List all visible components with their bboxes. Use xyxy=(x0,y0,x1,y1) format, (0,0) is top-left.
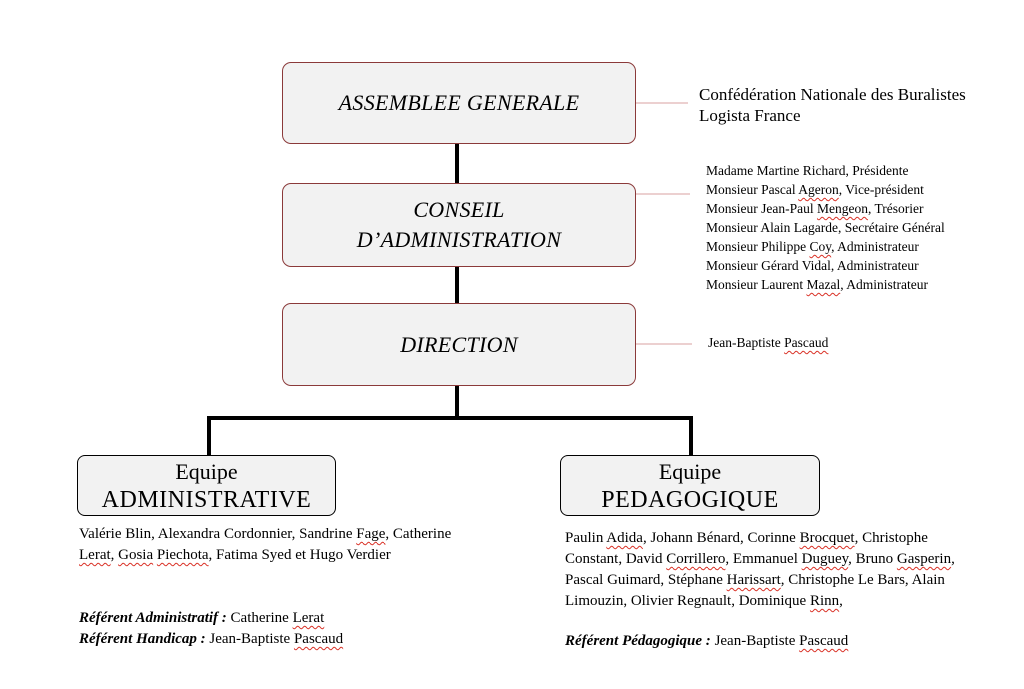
referent-pedagogique-value: Jean-Baptiste Pascaud xyxy=(710,633,849,649)
referent-pedagogique: Référent Pédagogique : Jean-Baptiste Pas… xyxy=(565,631,848,652)
equipe-peda-line1: Equipe xyxy=(658,459,722,484)
peda-team-members: Paulin Adida, Johann Bénard, Corinne Bro… xyxy=(565,530,955,609)
direction-member: Jean-Baptiste Pascaud xyxy=(708,335,829,350)
referent-handicap-label: Référent Handicap : xyxy=(79,631,206,647)
referent-administratif-label: Référent Administratif : xyxy=(79,610,227,626)
conseil-member: Monsieur Philippe Coy, Administrateur xyxy=(706,239,919,254)
assemblee-member: Logista France xyxy=(699,106,801,125)
assemblee-members: Confédération Nationale des Buralistes L… xyxy=(699,84,966,126)
conseil-title-line1: CONSEIL xyxy=(413,197,505,222)
assemblee-generale-box: ASSEMBLEE GENERALE xyxy=(282,62,636,144)
referent-handicap-value: Jean-Baptiste Pascaud xyxy=(205,631,344,647)
conseil-title-line2: D’ADMINISTRATION xyxy=(356,227,562,252)
conseil-member: Monsieur Gérard Vidal, Administrateur xyxy=(706,258,919,273)
referent-administratif: Référent Administratif : Catherine Lerat xyxy=(79,608,324,629)
equipe-admin-line2: ADMINISTRATIVE xyxy=(101,487,312,513)
direction-box: DIRECTION xyxy=(282,303,636,386)
assemblee-member: Confédération Nationale des Buralistes xyxy=(699,85,966,104)
referent-administratif-value: Catherine Lerat xyxy=(226,610,325,626)
admin-team-members: Valérie Blin, Alexandra Cordonnier, Sand… xyxy=(79,526,452,563)
direction-title: DIRECTION xyxy=(400,331,518,357)
equipe-pedagogique-box: Equipe PEDAGOGIQUE xyxy=(560,455,820,516)
assemblee-generale-title: ASSEMBLEE GENERALE xyxy=(338,90,580,115)
equipe-peda-line2: PEDAGOGIQUE xyxy=(601,487,779,513)
conseil-member: Monsieur Jean-Paul Mengeon, Trésorier xyxy=(706,201,924,216)
conseil-member: Madame Martine Richard, Présidente xyxy=(706,163,909,178)
equipe-administrative-box: Equipe ADMINISTRATIVE xyxy=(77,455,336,516)
referent-handicap: Référent Handicap : Jean-Baptiste Pascau… xyxy=(79,629,343,650)
referent-pedagogique-label: Référent Pédagogique : xyxy=(565,633,711,649)
conseil-member: Monsieur Laurent Mazal, Administrateur xyxy=(706,277,928,292)
conseil-administration-box: CONSEIL D’ADMINISTRATION xyxy=(282,183,636,267)
conseil-member: Monsieur Pascal Ageron, Vice-président xyxy=(706,182,924,197)
equipe-admin-line1: Equipe xyxy=(175,459,238,484)
conseil-members: Madame Martine Richard, Présidente Monsi… xyxy=(706,161,945,294)
conseil-member: Monsieur Alain Lagarde, Secrétaire Génér… xyxy=(706,220,945,235)
